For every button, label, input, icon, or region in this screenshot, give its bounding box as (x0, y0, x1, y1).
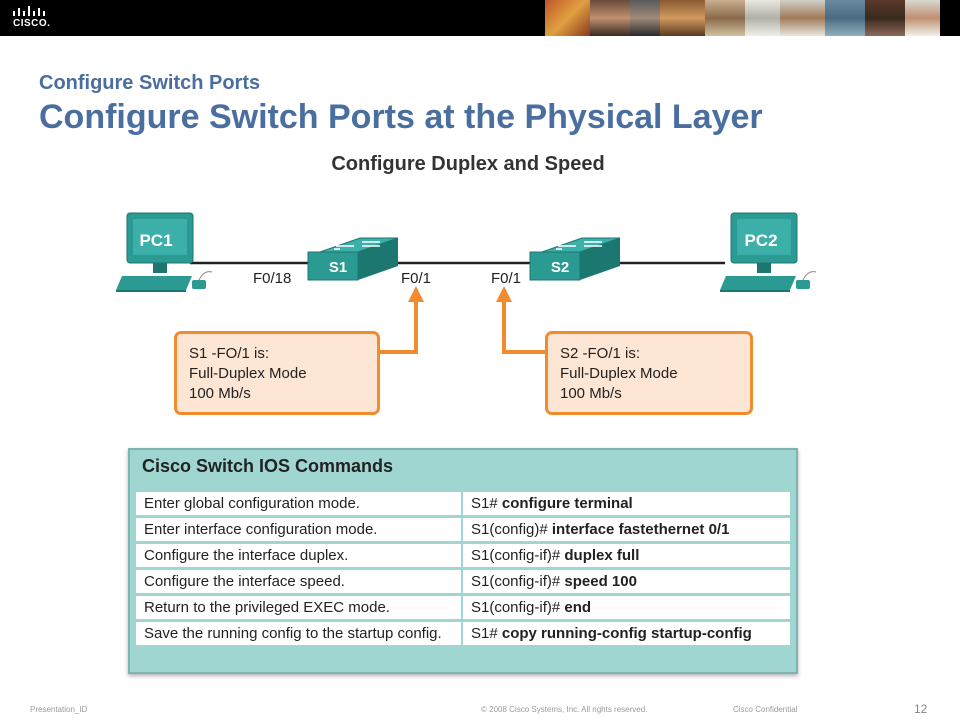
s2-label: S2 (551, 259, 569, 276)
slide-title: Configure Switch Ports at the Physical L… (39, 98, 763, 136)
port-label-s2-f0-1: F0/1 (491, 270, 522, 287)
ios-commands-table: Enter global configuration mode. S1# con… (134, 489, 792, 648)
footer-copyright: © 2008 Cisco Systems, Inc. All rights re… (481, 705, 648, 714)
command-prompt: S1(config-if)# (471, 573, 565, 590)
pc1-label: PC1 (139, 231, 172, 250)
command-cell: S1(config)# interface fastethernet 0/1 (463, 518, 790, 541)
diagram-title: Configure Duplex and Speed (331, 153, 605, 175)
callout-line: Full-Duplex Mode (189, 365, 307, 382)
table-row: Return to the privileged EXEC mode. S1(c… (136, 596, 790, 619)
pc1-computer-icon (116, 212, 213, 292)
callout-line: S1 -FO/1 is: (189, 345, 270, 362)
command-text: duplex full (564, 547, 640, 564)
command-prompt: S1(config-if)# (471, 599, 565, 616)
command-description: Enter interface configuration mode. (136, 518, 461, 541)
table-row: Configure the interface speed. S1(config… (136, 570, 790, 593)
command-cell: S1# configure terminal (463, 492, 790, 515)
s2-switch-icon (529, 237, 621, 281)
table-row: Save the running config to the startup c… (136, 622, 790, 645)
callout-line: 100 Mb/s (560, 385, 622, 402)
port-label-s1-f0-18: F0/18 (253, 270, 292, 287)
s1-switch-icon (307, 237, 399, 281)
top-banner: CISCO. (0, 0, 960, 36)
s1-label: S1 (329, 259, 347, 276)
command-prompt: S1(config)# (471, 521, 552, 538)
s2-callout-arrow (502, 300, 548, 354)
footer-confidential: Cisco Confidential (733, 705, 798, 714)
cisco-bars-icon (13, 6, 45, 16)
command-cell: S1# copy running-config startup-config (463, 622, 790, 645)
table-row: Enter global configuration mode. S1# con… (136, 492, 790, 515)
callout-line: Full-Duplex Mode (560, 365, 678, 382)
cisco-logo-text: CISCO. (13, 18, 51, 29)
command-text: end (564, 599, 592, 616)
command-text: interface fastethernet 0/1 (551, 521, 730, 538)
command-text: configure terminal (501, 495, 633, 512)
command-cell: S1(config-if)# duplex full (463, 544, 790, 567)
table-row: Configure the interface duplex. S1(confi… (136, 544, 790, 567)
s2-status-callout: S2 -FO/1 is: Full-Duplex Mode 100 Mb/s (545, 331, 753, 415)
ios-commands-heading: Cisco Switch IOS Commands (142, 456, 394, 476)
command-text: copy running-config startup-config (501, 625, 752, 642)
command-description: Configure the interface duplex. (136, 544, 461, 567)
command-prompt: S1(config-if)# (471, 547, 565, 564)
command-description: Enter global configuration mode. (136, 492, 461, 515)
command-cell: S1(config-if)# speed 100 (463, 570, 790, 593)
command-cell: S1(config-if)# end (463, 596, 790, 619)
command-text: speed 100 (564, 573, 637, 590)
s1-status-callout: S1 -FO/1 is: Full-Duplex Mode 100 Mb/s (174, 331, 380, 415)
command-prompt: S1# (471, 495, 502, 512)
command-description: Return to the privileged EXEC mode. (136, 596, 461, 619)
callout-line: 100 Mb/s (189, 385, 251, 402)
slide-subtitle: Configure Switch Ports (39, 72, 261, 94)
s1-arrow-head (408, 286, 424, 302)
command-description: Configure the interface speed. (136, 570, 461, 593)
page-number: 12 (914, 702, 928, 716)
s1-callout-arrow (380, 300, 418, 354)
pc2-computer-icon (720, 212, 817, 292)
cisco-logo: CISCO. (10, 6, 54, 30)
network-topology-diagram: PC1 PC2 S1 S2 (116, 212, 817, 354)
port-label-s1-f0-1: F0/1 (401, 270, 432, 287)
pc2-label: PC2 (744, 231, 777, 250)
table-row: Enter interface configuration mode. S1(c… (136, 518, 790, 541)
command-prompt: S1# (471, 625, 502, 642)
footer-presentation-id: Presentation_ID (30, 705, 88, 714)
command-description: Save the running config to the startup c… (136, 622, 461, 645)
callout-line: S2 -FO/1 is: (560, 345, 641, 362)
people-photo-strip (545, 0, 960, 36)
s2-arrow-head (496, 286, 512, 302)
